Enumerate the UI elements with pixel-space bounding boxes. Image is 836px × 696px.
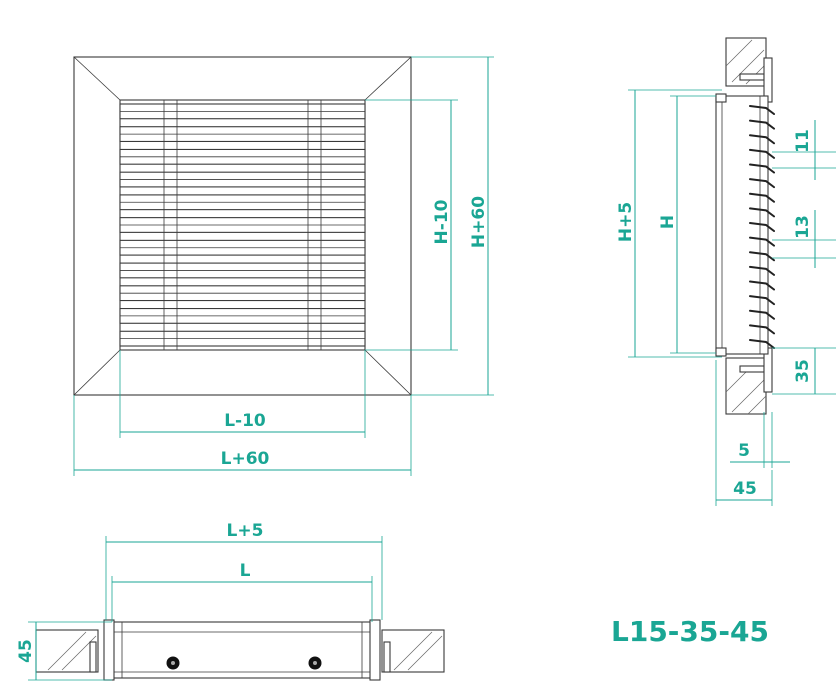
bottom-dimensions: L+5 L 45 bbox=[16, 521, 383, 681]
front-view bbox=[73, 56, 412, 396]
dim-total-depth: 45 bbox=[733, 479, 757, 499]
side-blade bbox=[749, 222, 775, 232]
front-blades bbox=[119, 103, 366, 347]
dim-bottom-frame-width: L+5 bbox=[227, 521, 264, 541]
front-dimensions: H-10 H+60 L-10 L+60 bbox=[73, 56, 494, 476]
dim-outer-width: L+60 bbox=[221, 449, 270, 469]
dim-bottom-width: L bbox=[240, 561, 251, 581]
side-blade bbox=[749, 119, 775, 130]
side-blade bbox=[749, 265, 775, 276]
dim-frame-height: H+5 bbox=[616, 202, 636, 242]
side-blade bbox=[749, 207, 775, 218]
side-blade bbox=[749, 192, 775, 203]
dim-frame-depth: 35 bbox=[793, 359, 813, 383]
dim-bottom-depth: 45 bbox=[16, 639, 36, 663]
side-dimensions: H+5 H 11 13 35 5 45 bbox=[616, 89, 836, 506]
side-blade bbox=[749, 148, 775, 159]
side-blade bbox=[749, 236, 775, 247]
dim-inner-width: L-10 bbox=[224, 411, 266, 431]
side-blade bbox=[749, 295, 775, 306]
side-blade bbox=[749, 280, 775, 291]
side-blade bbox=[749, 309, 775, 320]
dim-blade-spacing: 11 bbox=[793, 129, 813, 153]
model-code: L15-35-45 bbox=[611, 615, 769, 648]
side-blade bbox=[749, 134, 775, 145]
side-blades bbox=[749, 105, 775, 349]
dim-blade-pitch: 13 bbox=[793, 215, 813, 239]
side-blade bbox=[749, 251, 775, 262]
dim-outer-height: H+60 bbox=[469, 196, 489, 248]
dim-height: H bbox=[658, 215, 678, 229]
dim-flange: 5 bbox=[738, 441, 750, 461]
bottom-frame bbox=[111, 621, 373, 679]
side-blade bbox=[749, 324, 775, 335]
side-blade bbox=[749, 339, 775, 349]
bottom-view bbox=[35, 619, 445, 681]
side-blade bbox=[749, 163, 775, 174]
side-blade bbox=[749, 178, 775, 189]
side-view bbox=[715, 37, 775, 415]
side-blade bbox=[749, 105, 775, 115]
dim-inner-height: H-10 bbox=[432, 199, 452, 244]
